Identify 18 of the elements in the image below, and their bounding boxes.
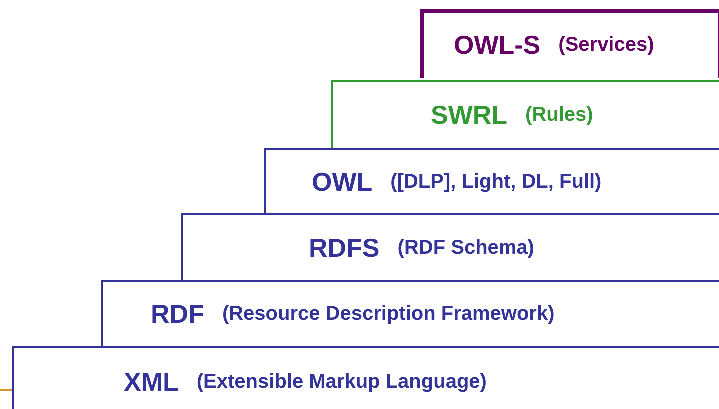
layer-name: SWRL — [431, 100, 508, 130]
layer-name: RDF — [151, 299, 204, 330]
layer-box — [12, 346, 719, 409]
layer-description: ([DLP], Light, DL, Full) — [390, 170, 602, 194]
layer-name: OWL-S — [454, 30, 541, 61]
layer-box — [331, 80, 719, 148]
layer-box — [101, 280, 719, 347]
layer-box — [181, 213, 719, 281]
layer-name: OWL — [312, 166, 373, 198]
layer-description: (Rules) — [526, 104, 594, 126]
layer-description: (RDF Schema) — [398, 236, 534, 260]
layer-name: XML — [124, 366, 179, 398]
layer-box — [420, 9, 719, 78]
layer-box — [264, 148, 719, 214]
layer-description: (Extensible Markup Language) — [196, 370, 487, 394]
layer-name: RDFS — [309, 232, 380, 264]
layer-description: (Services) — [558, 34, 654, 57]
layer-description: (Resource Description Framework) — [222, 303, 555, 326]
